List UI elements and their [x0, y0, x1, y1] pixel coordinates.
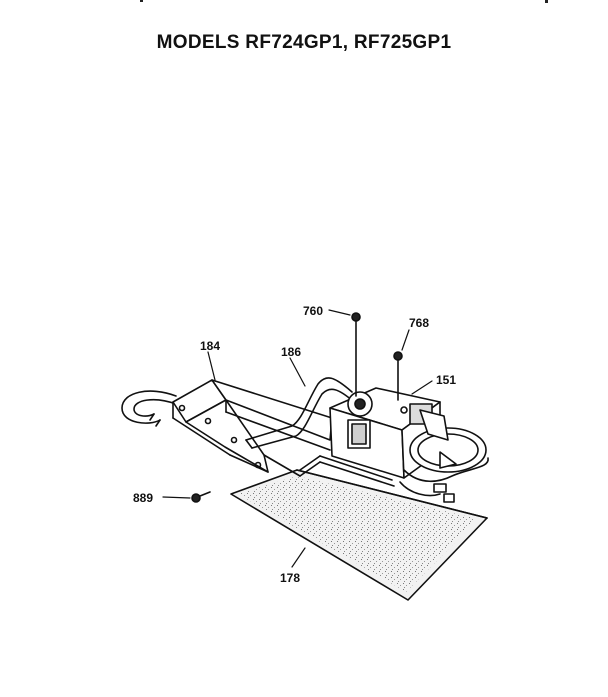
hook-bracket-part: [121, 379, 269, 473]
fan-disc-part: [409, 409, 487, 473]
callout-186: 186: [281, 345, 301, 359]
heater-plate-part: [230, 469, 488, 601]
bent-strap-part: [245, 377, 355, 449]
screw-768: [393, 351, 403, 401]
callout-760: 760: [303, 304, 323, 318]
screw-889: [191, 491, 211, 503]
page-title: MODELS RF724GP1, RF725GP1: [156, 32, 452, 53]
callout-178: 178: [280, 571, 300, 585]
leader-lines: [162, 309, 433, 568]
wire-harness-part: [399, 457, 489, 503]
callout-151: 151: [436, 373, 456, 387]
callout-889: 889: [133, 491, 153, 505]
screw-760: [351, 312, 361, 397]
callout-768: 768: [409, 316, 429, 330]
callout-184: 184: [200, 339, 220, 353]
motor-assembly: [299, 387, 441, 487]
